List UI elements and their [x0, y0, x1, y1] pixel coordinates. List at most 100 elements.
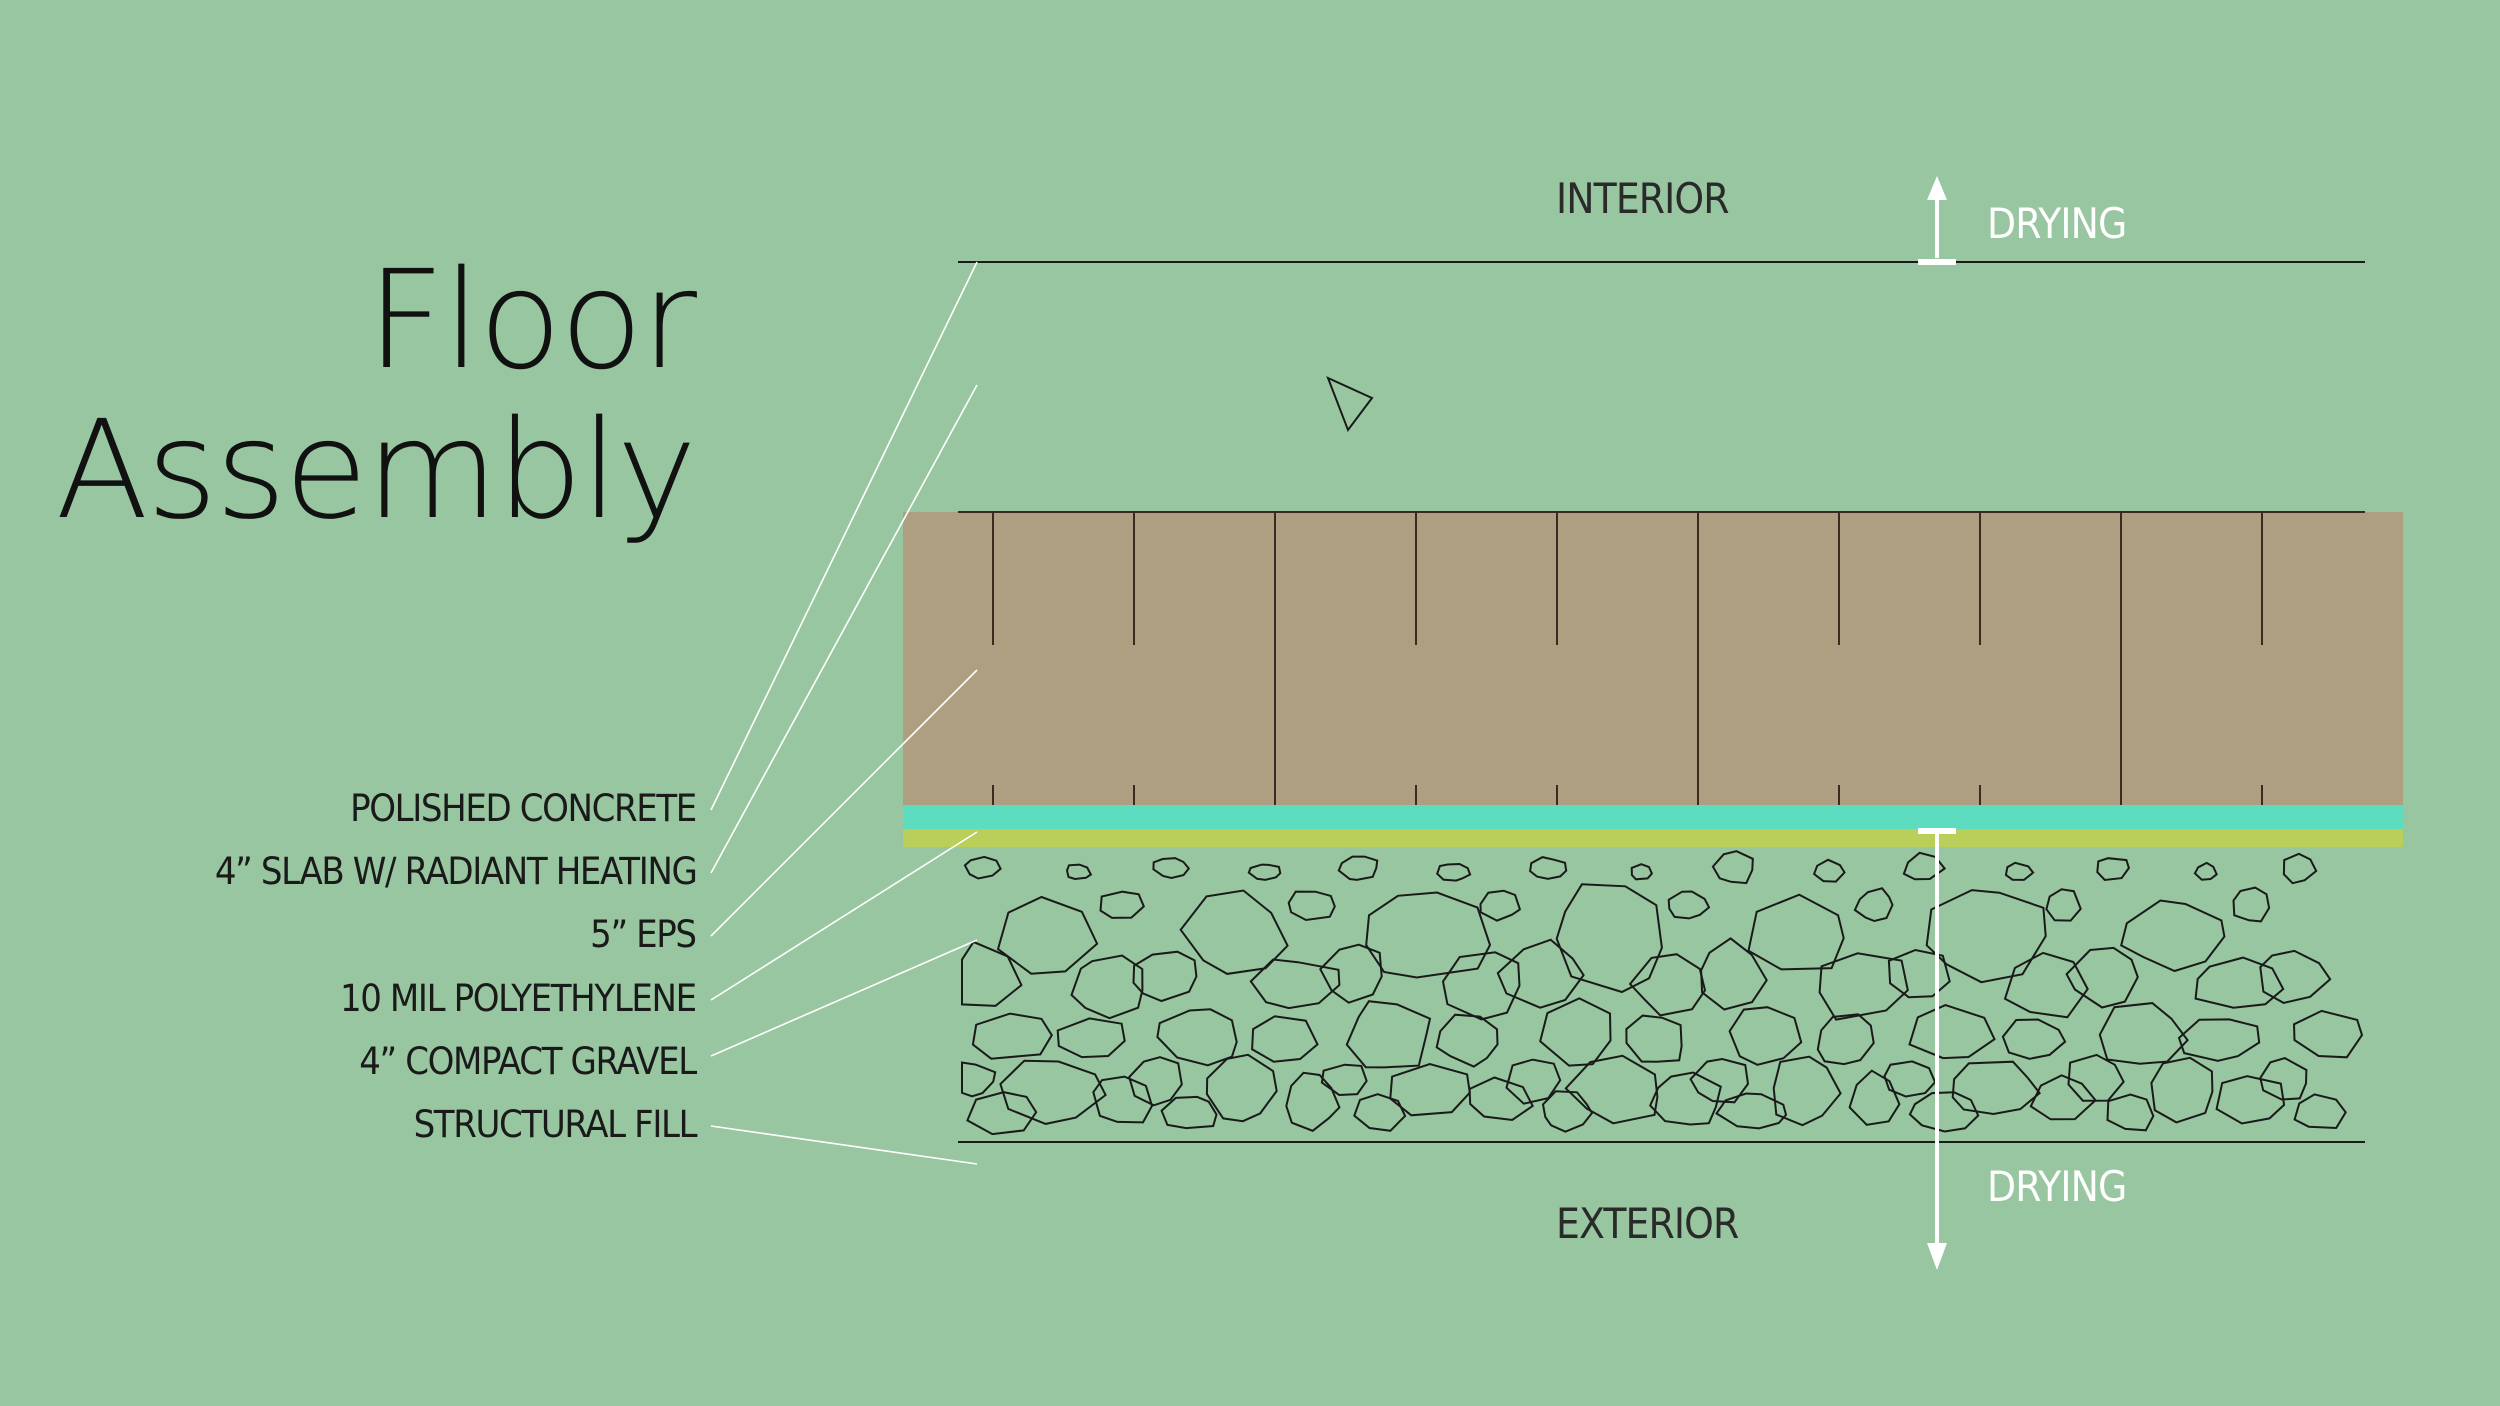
gravel-stone [1365, 891, 1492, 979]
gravel-stone [1529, 856, 1568, 880]
gravel-stone [1853, 887, 1894, 923]
gravel-stone [1649, 1071, 1722, 1126]
gravel-stone [1436, 862, 1472, 882]
layer-label-polyethylene: 10 MIL POLYETHYLENE [340, 977, 697, 1020]
gravel-stone [1205, 1053, 1278, 1123]
gravel-stone [961, 1061, 997, 1098]
gravel-stone [1883, 1060, 1937, 1098]
gravel-stone [2259, 1057, 2308, 1101]
gravel-stone [2098, 1002, 2189, 1065]
leader-structural-fill [710, 1125, 978, 1165]
gravel-stone [971, 1012, 1053, 1060]
slab-joints [992, 512, 2263, 805]
gravel-stone [1065, 863, 1093, 881]
gravel-stone [1285, 1071, 1341, 1132]
gravel-stone [2003, 951, 2089, 1019]
gravel-stone [1630, 863, 1654, 881]
gravel-stone [1132, 950, 1198, 1003]
gravel-stone [1320, 1063, 1368, 1097]
gravel-stone [1908, 1004, 1996, 1060]
gravel-stone [2150, 1056, 2214, 1124]
gravel-stone [2120, 899, 2226, 973]
gravel-stone [2065, 946, 2139, 1009]
gravel-stone [1628, 953, 1707, 1017]
gravel-stone [1345, 1000, 1432, 1069]
gravel-stone [1441, 951, 1521, 1021]
gravel-fill-pattern [961, 850, 2364, 1136]
drying-arrow-up [1918, 176, 1956, 265]
layer-label-polished-concrete: POLISHED CONCRETE [350, 787, 697, 830]
drying-up-label: DRYING [1987, 199, 2127, 248]
leader-eps [710, 669, 978, 937]
layer-label-slab: 4” SLAB W/ RADIANT HEATING [214, 850, 697, 893]
gravel-stone [1249, 958, 1341, 1010]
gravel-stone [2232, 886, 2271, 923]
polyethylene-layer [903, 829, 2403, 847]
gravel-stone [2177, 1018, 2261, 1062]
gravel-stone [1539, 997, 1612, 1067]
leader-slab [710, 384, 978, 874]
gravel-stone [1389, 1062, 1471, 1117]
drying-arrow-down [1918, 828, 1956, 1270]
gravel-stone [1951, 1060, 2041, 1116]
gravel-stone [1479, 889, 1522, 922]
layer-label-eps: 5” EPS [590, 913, 698, 956]
gravel-stone [1812, 858, 1846, 883]
gravel-stone [1251, 1015, 1319, 1063]
gravel-stone [1092, 1075, 1154, 1124]
leader-lines [710, 261, 978, 1165]
gravel-stone [1689, 1057, 1750, 1104]
gravel-stone [1555, 883, 1663, 994]
gravel-stone [1287, 890, 1336, 922]
gravel-stone [1496, 938, 1585, 1009]
gravel-stone [966, 1091, 1038, 1136]
gravel-stone [996, 895, 1099, 975]
gravel-stone [1772, 1055, 1842, 1127]
gravel-stone [1319, 943, 1383, 1004]
gravel-stone [1925, 889, 2047, 984]
gravel-stone [2029, 1074, 2097, 1121]
gravel-stone [2004, 861, 2035, 881]
leader-polyethylene [710, 831, 978, 1001]
gravel-stone [1816, 1013, 1875, 1066]
layer-label-gravel: 4” COMPACT GRAVEL [359, 1040, 697, 1083]
interior-label: INTERIOR [1556, 174, 1730, 223]
leader-gravel [710, 939, 978, 1057]
gravel-stone [1099, 890, 1145, 919]
gravel-stone [1179, 889, 1289, 975]
gravel-stone [2067, 1053, 2125, 1102]
gravel-stone [1667, 890, 1711, 920]
decorative-triangle [1326, 376, 1374, 433]
gravel-stone [1715, 1092, 1788, 1130]
gravel-stone [1747, 893, 1845, 971]
leader-polished-concrete [710, 261, 978, 811]
gravel-stone [1625, 1014, 1683, 1063]
gravel-stone [2259, 949, 2332, 1004]
gravel-stone [2293, 1093, 2347, 1130]
gravel-stone [1070, 954, 1144, 1020]
gravel-stone [1435, 1013, 1499, 1068]
gravel-stone [1700, 937, 1768, 1011]
gravel-stone [999, 1059, 1107, 1125]
gravel-stone [1152, 857, 1191, 880]
gravel-stone [1056, 1017, 1126, 1059]
gravel-stone [1353, 1093, 1407, 1132]
gravel-stone [961, 940, 1023, 1007]
gravel-stone [1711, 850, 1754, 885]
gravel-stone [1505, 1058, 1562, 1105]
gravel-stone [1902, 851, 1947, 881]
drying-down-label: DRYING [1987, 1162, 2127, 1211]
gravel-stone [1541, 1090, 1594, 1133]
gravel-stone [2292, 1009, 2364, 1059]
title-line-2: Assembly [55, 392, 697, 550]
gravel-stone [2001, 1018, 2067, 1060]
gravel-stone [2193, 861, 2218, 881]
gravel-stone [1468, 1076, 1534, 1122]
gravel-stone [1247, 863, 1282, 881]
gravel-stone [1128, 1056, 1183, 1107]
gravel-stone [2215, 1075, 2286, 1125]
gravel-stone [1728, 1006, 1803, 1066]
gravel-stone [2282, 852, 2318, 885]
slab-layer [903, 512, 2403, 805]
